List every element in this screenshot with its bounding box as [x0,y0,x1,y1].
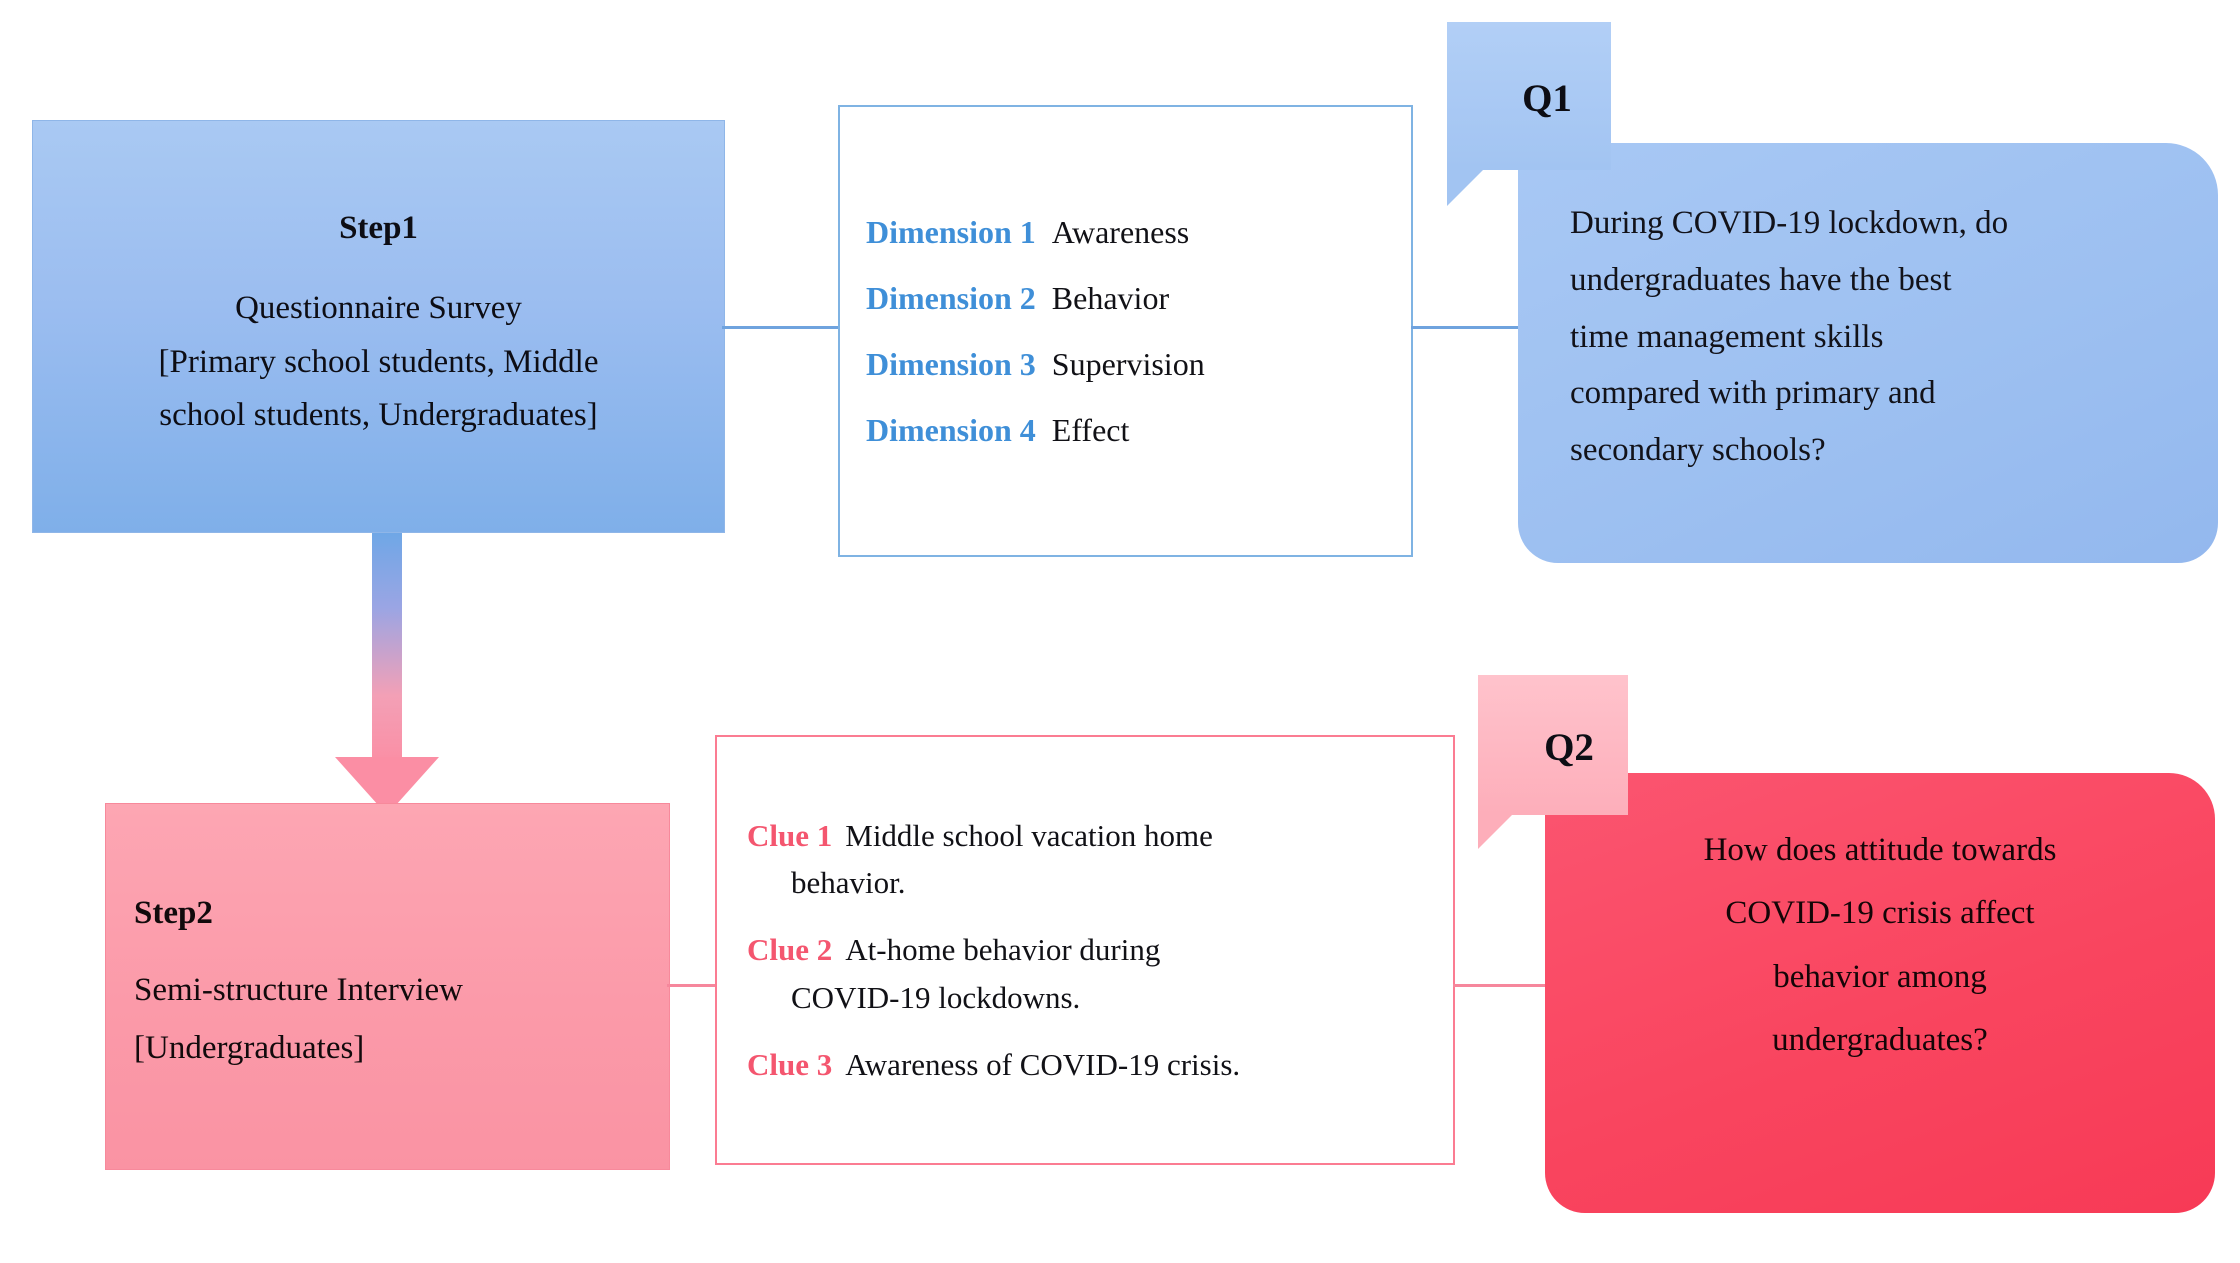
dimension-3-key: Dimension 3 [866,346,1036,382]
q2-tab-label: Q2 [1544,725,1594,769]
connector-step2-to-clues [667,984,717,987]
step1-participants-line-2: school students, Undergraduates] [159,397,598,434]
q2-tab-pointer-icon [1478,815,1512,849]
q2-line-3: behavior among [1773,958,1987,995]
dimension-1-key: Dimension 1 [866,214,1036,250]
q2-tab: Q2 [1478,675,1628,815]
dimension-2-label: Behavior [1051,280,1170,316]
connector-clues-to-q2 [1453,984,1547,987]
dimension-1-label: Awareness [1051,214,1190,250]
dimension-row-1: Dimension 1 Awareness [866,216,1385,248]
clues-panel: Clue 1 Middle school vacation home behavi… [715,735,1455,1165]
q1-line-2: undergraduates have the best [1570,261,1952,298]
step2-box: Step2 Semi-structure Interview [Undergra… [105,803,670,1170]
dimension-row-3: Dimension 3 Supervision [866,348,1385,380]
clue-2-line-1: At-home behavior during [845,932,1161,968]
clue-row-3: Clue 3 Awareness of COVID-19 crisis. [747,1041,1435,1088]
dimension-4-key: Dimension 4 [866,412,1036,448]
clue-3-line-1: Awareness of COVID-19 crisis. [845,1046,1241,1082]
clue-2-key: Clue 2 [747,932,833,968]
step1-to-step2-arrow-shaft [372,533,402,765]
step1-participants-line-1: [Primary school students, Middle [158,343,599,380]
q1-question-box: During COVID-19 lockdown, do undergradua… [1518,143,2218,563]
q2-line-4: undergraduates? [1772,1022,1988,1059]
q2-question-box: How does attitude towards COVID-19 crisi… [1545,773,2215,1213]
q1-line-5: secondary schools? [1570,432,1826,468]
clue-2-line-2: COVID-19 lockdowns. [791,979,1081,1015]
dimension-3-label: Supervision [1051,346,1205,382]
q1-line-3: time management skills [1570,318,1884,355]
dimension-row-2: Dimension 2 Behavior [866,282,1385,314]
dimension-2-key: Dimension 2 [866,280,1036,316]
connector-dimensions-to-q1 [1411,326,1521,329]
q1-tab-pointer-icon [1447,170,1483,206]
q1-line-1: During COVID-19 lockdown, do [1570,205,2009,241]
q1-tab: Q1 [1447,22,1611,170]
clue-1-key: Clue 1 [747,818,833,854]
q1-tab-label: Q1 [1522,76,1572,120]
connector-step1-to-dimensions [722,326,840,329]
clue-row-1: Clue 1 Middle school vacation home behavi… [747,812,1435,906]
q2-line-1: How does attitude towards [1703,832,2057,868]
step2-subtitle: Semi-structure Interview [134,972,463,1009]
clue-row-2: Clue 2 At-home behavior during COVID-19 l… [747,926,1435,1020]
step1-subtitle: Questionnaire Survey [235,290,522,327]
clue-1-line-1: Middle school vacation home [845,818,1213,854]
q2-line-2: COVID-19 crisis affect [1725,895,2035,932]
step1-box: Step1 Questionnaire Survey [Primary scho… [32,120,725,533]
dimension-4-label: Effect [1051,412,1130,448]
dimension-row-4: Dimension 4 Effect [866,414,1385,446]
dimensions-panel: Dimension 1 Awareness Dimension 2 Behavi… [838,105,1413,557]
q1-line-4: compared with primary and [1570,375,1936,412]
clue-1-line-2: behavior. [791,865,906,901]
step1-title: Step1 [339,210,418,247]
clue-3-key: Clue 3 [747,1046,833,1082]
step2-participants: [Undergraduates] [134,1030,365,1066]
step2-title: Step2 [134,895,213,932]
